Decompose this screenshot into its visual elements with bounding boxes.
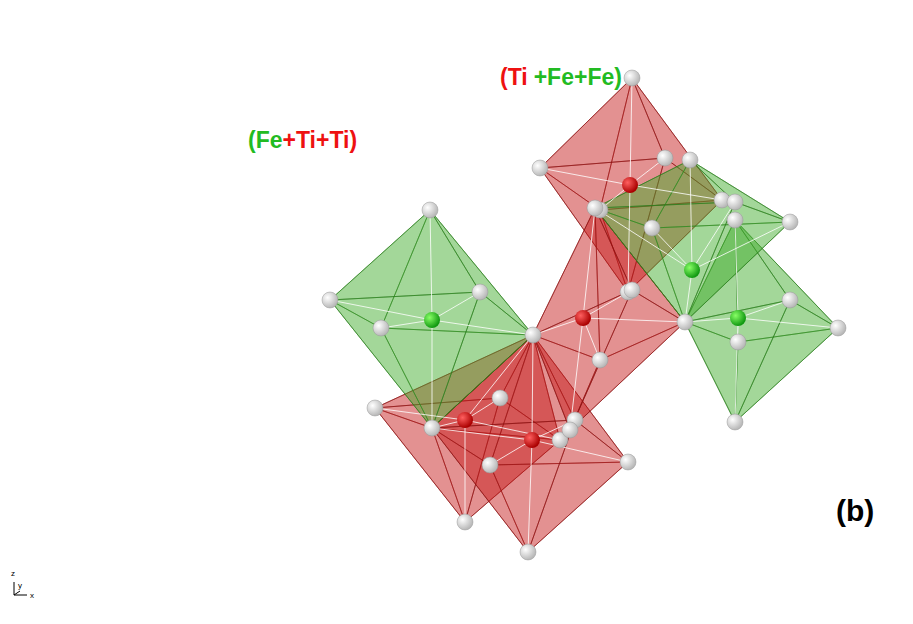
ti-atom xyxy=(524,432,540,448)
bond xyxy=(532,335,533,440)
octahedron-face xyxy=(330,210,480,300)
oxygen-atom xyxy=(782,292,798,308)
oxygen-atom xyxy=(482,457,498,473)
fe-atom xyxy=(684,262,700,278)
bond xyxy=(735,318,738,422)
bond xyxy=(432,428,532,440)
oxygen-atom xyxy=(587,200,603,216)
oxygen-atom xyxy=(624,70,640,86)
bond xyxy=(330,300,432,320)
oxygen-atom xyxy=(367,400,383,416)
composition-label: +Fe+Fe) xyxy=(534,66,622,89)
oxygen-atom xyxy=(677,314,693,330)
composition-label: (Fe xyxy=(248,129,283,152)
fe-atom xyxy=(730,310,746,326)
axis-label: z xyxy=(11,570,15,578)
oxygen-atom xyxy=(730,334,746,350)
octahedron-face xyxy=(330,292,480,428)
bond xyxy=(430,210,432,320)
oxygen-atom xyxy=(782,214,798,230)
oxygen-atom xyxy=(727,212,743,228)
octahedron-face xyxy=(595,202,735,322)
oxygen-atom xyxy=(830,320,846,336)
bond xyxy=(540,168,630,185)
ti-atom xyxy=(575,310,591,326)
oxygen-atom xyxy=(727,194,743,210)
bond xyxy=(628,185,630,292)
ti-atom xyxy=(457,412,473,428)
composition-label: +Ti+Ti) xyxy=(283,129,358,152)
bond xyxy=(738,300,790,318)
octahedron-face xyxy=(533,290,632,430)
bond xyxy=(465,420,560,440)
bond xyxy=(692,202,735,270)
fe-atom xyxy=(424,312,440,328)
bond xyxy=(528,440,532,552)
oxygen-atom xyxy=(532,160,548,176)
bond xyxy=(738,318,838,328)
oxygen-atom xyxy=(562,422,578,438)
oxygen-atom xyxy=(520,544,536,560)
bond xyxy=(432,292,480,320)
oxygen-atom xyxy=(373,320,389,336)
bond xyxy=(432,320,433,428)
oxygen-atom xyxy=(492,390,508,406)
axis-label: x xyxy=(30,592,34,600)
oxygen-atom xyxy=(457,514,473,530)
oxygen-atom xyxy=(727,414,743,430)
oxygen-atom xyxy=(682,152,698,168)
octahedron-face xyxy=(432,420,575,552)
axis-triad xyxy=(14,582,27,595)
panel-label: (b) xyxy=(836,496,874,526)
bond xyxy=(690,160,692,270)
oxygen-atom xyxy=(472,284,488,300)
bond xyxy=(432,320,533,335)
oxygen-atom xyxy=(592,352,608,368)
bond xyxy=(652,228,692,270)
bond xyxy=(735,220,738,318)
axis-label: y xyxy=(18,582,22,590)
octahedron-face xyxy=(595,160,735,208)
oxygen-atom xyxy=(620,454,636,470)
bond xyxy=(375,408,465,420)
octahedron-face xyxy=(540,78,665,168)
bond xyxy=(465,335,533,420)
oxygen-atom xyxy=(322,292,338,308)
octahedron-face xyxy=(685,300,790,422)
bond xyxy=(532,440,628,462)
oxygen-atom xyxy=(422,202,438,218)
ti-atom xyxy=(622,177,638,193)
oxygen-atom xyxy=(624,282,640,298)
composition-label: (Ti xyxy=(500,66,528,89)
bond xyxy=(465,420,466,522)
oxygen-atom xyxy=(657,150,673,166)
bond xyxy=(595,208,692,270)
oxygen-atom xyxy=(424,420,440,436)
oxygen-atom xyxy=(644,220,660,236)
bond xyxy=(630,185,722,200)
oxygen-atom xyxy=(525,327,541,343)
bond xyxy=(583,208,595,318)
bond xyxy=(583,318,685,322)
bond xyxy=(630,78,632,185)
